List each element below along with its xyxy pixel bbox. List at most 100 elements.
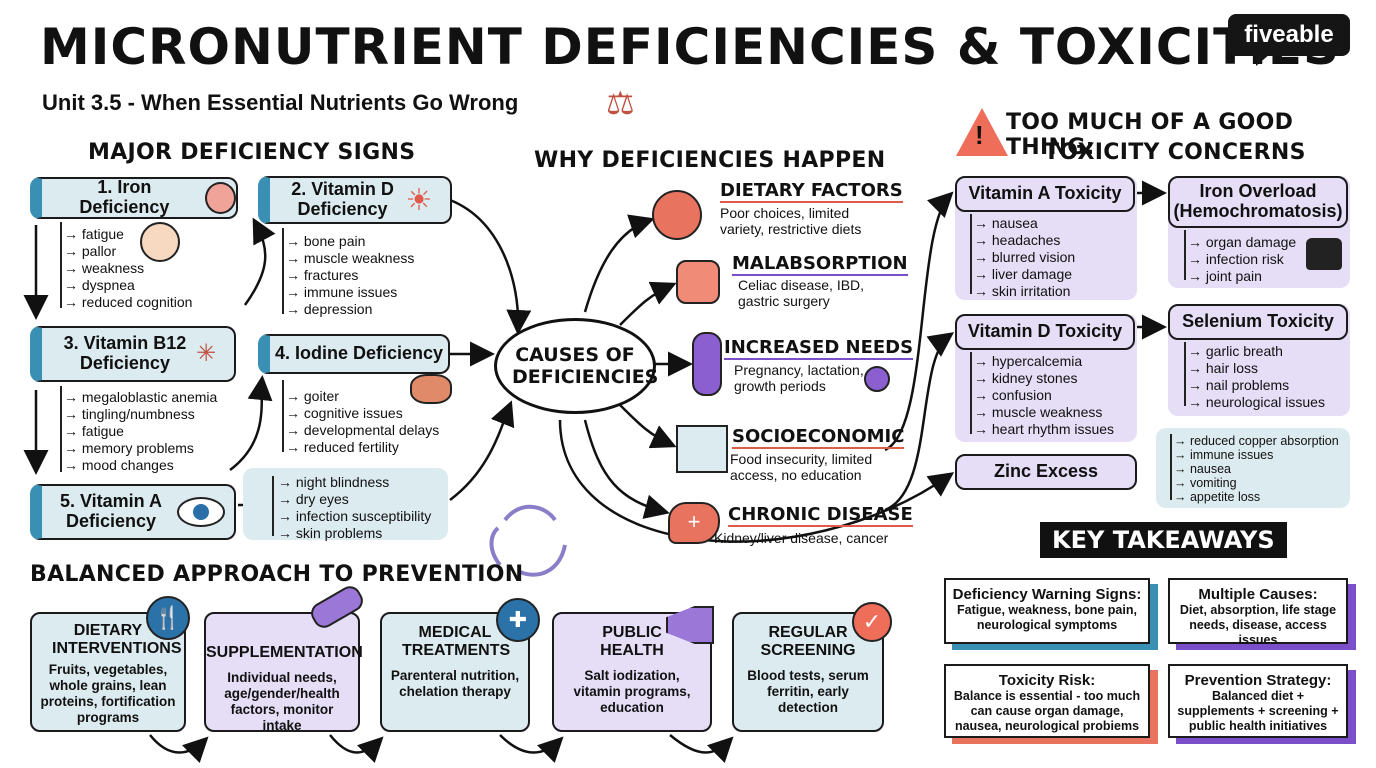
vitamin-a-toxicity-title: Vitamin A Toxicity [968, 183, 1122, 204]
list-item: liver damage [974, 266, 1075, 283]
cause-socioeconomic-desc: Food insecurity, limited access, no educ… [730, 451, 873, 483]
fiveable-logo: fiveable [1228, 14, 1350, 66]
iodine-deficiency-box: 4. Iodine Deficiency [258, 334, 450, 374]
baby-icon [864, 366, 890, 392]
cause-malabsorption-title: MALABSORPTION [732, 253, 908, 276]
card-title: PUBLIC HEALTH [600, 624, 664, 659]
iron-overload-list: organ damage infection risk joint pain [1188, 234, 1296, 285]
pregnant-woman-icon [692, 332, 722, 396]
list-item: muscle weakness [974, 404, 1114, 421]
vitamin-a-deficiency-title: 5. Vitamin A Deficiency [59, 491, 163, 531]
cause-chronic-disease-desc: Kidney/liver disease, cancer [714, 530, 889, 546]
list-item: infection risk [1188, 251, 1296, 268]
list-item: skin problems [278, 525, 431, 542]
list-item: bone pain [286, 233, 414, 250]
nerve-cell-icon: ✳ [195, 339, 217, 367]
takeaway-multiple-causes: Multiple Causes: Diet, absorption, life … [1168, 578, 1348, 647]
liver-icon: + [668, 502, 720, 544]
causes-heading: WHY DEFICIENCIES HAPPEN [534, 148, 886, 173]
list-item: muscle weakness [286, 250, 415, 267]
list-item: garlic breath [1188, 343, 1325, 360]
intestine-icon [676, 260, 720, 304]
list-item: dyspnea [64, 277, 192, 294]
list-item: nausea [974, 215, 1075, 232]
vitamin-a-signs-list: night blindness dry eyes infection susce… [278, 474, 431, 542]
list-item: organ damage [1188, 234, 1296, 251]
takeaway-desc: Diet, absorption, life stage needs, dise… [1179, 603, 1337, 647]
page-title: MICRONUTRIENT DEFICIENCIES & TOXICITIES [40, 18, 1340, 76]
list-item: weakness [64, 260, 192, 277]
vitamin-a-toxicity-box: Vitamin A Toxicity [955, 176, 1135, 212]
list-item: nail problems [1188, 377, 1325, 394]
takeaway-title: Multiple Causes: [1198, 586, 1318, 603]
toxicity-heading-1: TOO MUCH OF A GOOD THING: [1006, 110, 1294, 160]
zinc-excess-title: Zinc Excess [993, 461, 1099, 482]
list-item: kidney stones [974, 370, 1114, 387]
list-item: vomiting [1174, 476, 1339, 490]
scale-icon: ⚖ [606, 85, 635, 121]
causes-center-label: CAUSES OF DEFICIENCIES [512, 344, 659, 388]
house-hand-icon [676, 425, 728, 473]
takeaways-heading: KEY TAKEAWAYS [1040, 522, 1287, 558]
list-item: tingling/numbness [64, 406, 217, 423]
list-item: mood changes [64, 457, 217, 474]
vitamin-d-deficiency-title: 2. Vitamin D Deficiency [291, 179, 394, 219]
tired-face-icon [204, 182, 236, 214]
zinc-excess-list: reduced copper absorption immune issues … [1174, 434, 1339, 504]
selenium-toxicity-title: Selenium Toxicity [1182, 311, 1334, 332]
list-item: immune issues [1174, 448, 1339, 462]
vitamin-d-deficiency-box: 2. Vitamin D Deficiency ☀ [258, 176, 452, 224]
list-item: joint pain [1188, 268, 1296, 285]
list-item: blurred vision [974, 249, 1075, 266]
vitamin-a-toxicity-list: nausea headaches blurred vision liver da… [974, 215, 1075, 300]
cause-malabsorption-desc: Celiac disease, IBD, gastric surgery [738, 277, 865, 309]
cause-dietary-title: DIETARY FACTORS [720, 180, 903, 203]
list-item: developmental delays [286, 422, 439, 439]
list-item: fatigue [64, 423, 217, 440]
vitamin-a-deficiency-box: 5. Vitamin A Deficiency [30, 484, 236, 540]
takeaway-toxicity-risk: Toxicity Risk: Balance is essential - to… [944, 664, 1150, 738]
list-item: reduced copper absorption [1174, 434, 1339, 448]
list-item: infection susceptibility [278, 508, 431, 525]
list-item: fractures [286, 267, 414, 284]
vitamin-d-toxicity-title: Vitamin D Toxicity [967, 321, 1123, 342]
list-item: depression [286, 301, 414, 318]
list-item: reduced cognition [64, 294, 193, 311]
page-subtitle: Unit 3.5 - When Essential Nutrients Go W… [42, 90, 519, 115]
cause-dietary-desc: Poor choices, limited variety, restricti… [720, 205, 862, 237]
list-item: heart rhythm issues [974, 421, 1114, 438]
takeaway-title: Deficiency Warning Signs: [952, 586, 1142, 603]
prevention-card-supplementation: SUPPLEMENTATION Individual needs, age/ge… [204, 612, 363, 733]
fork-knife-icon: 🍴 [146, 596, 190, 640]
cause-socioeconomic-title: SOCIOECONOMIC [732, 426, 905, 449]
prevention-heading: BALANCED APPROACH TO PREVENTION [30, 562, 524, 587]
takeaway-desc: Balance is essential - too much can caus… [953, 689, 1141, 733]
eye-icon [177, 497, 225, 527]
list-item: goiter [286, 388, 439, 405]
card-desc: Salt iodization, vitamin programs, educa… [573, 668, 691, 715]
card-desc: Individual needs, age/gender/health fact… [224, 670, 340, 733]
vitamin-b12-deficiency-title: 3. Vitamin B12 Deficiency [63, 333, 187, 373]
card-title: DIETARY INTERVENTIONS [52, 622, 182, 657]
iron-signs-list: fatigue pallor weakness dyspnea reduced … [64, 226, 193, 311]
fork-plate-icon [652, 190, 702, 240]
card-desc: Fruits, vegetables, whole grains, lean p… [40, 662, 176, 725]
pale-face-icon [140, 222, 180, 262]
warning-icon [956, 108, 1008, 156]
zinc-excess-box: Zinc Excess [955, 454, 1137, 490]
list-item: immune issues [286, 284, 414, 301]
vitamin-d-toxicity-box: Vitamin D Toxicity [955, 314, 1135, 350]
takeaway-desc: Balanced diet + supplements + screening … [1177, 689, 1339, 733]
iron-overload-title: Iron Overload (Hemochromatosis) [1173, 181, 1343, 221]
checkmark-icon: ✓ [852, 602, 892, 642]
vitamin-d-toxicity-list: hypercalcemia kidney stones confusion mu… [974, 353, 1114, 438]
warning-exclamation: ! [975, 120, 984, 150]
list-item: skin irritation [974, 283, 1075, 300]
list-item: night blindness [278, 474, 431, 491]
takeaway-title: Toxicity Risk: [998, 672, 1096, 689]
sun-icon: ☀ [405, 183, 433, 217]
list-item: pallor [64, 243, 192, 260]
iron-deficiency-title: 1. Iron Deficiency [79, 177, 170, 217]
cause-increased-needs-desc: Pregnancy, lactation, growth periods [734, 362, 864, 394]
card-desc: Parenteral nutrition, chelation therapy [390, 668, 520, 699]
